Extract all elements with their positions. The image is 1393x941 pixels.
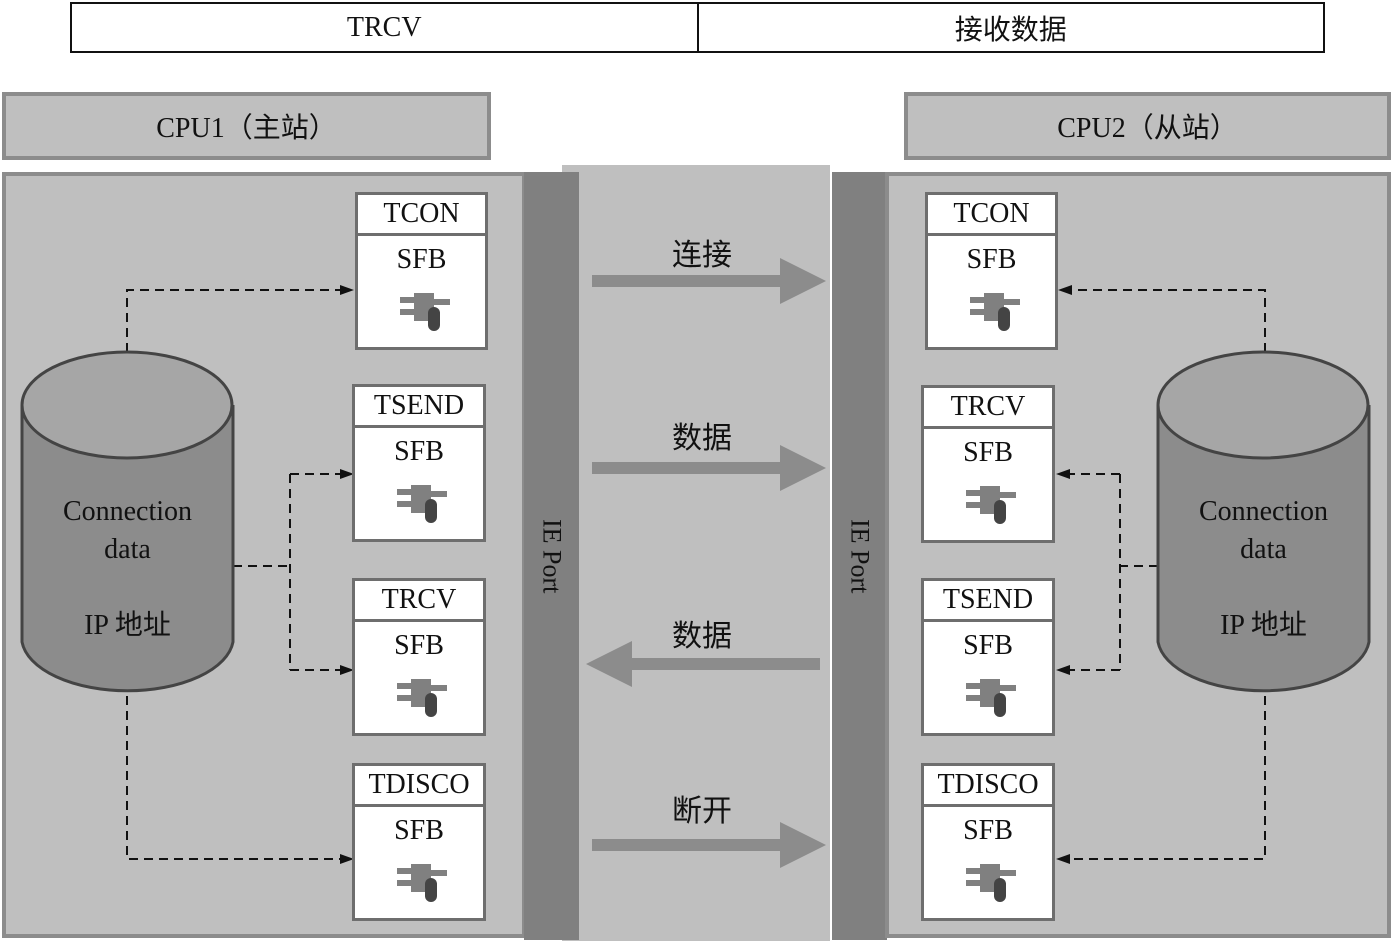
block-type: SFB [396, 244, 447, 275]
block-name: TDISCO [355, 766, 483, 807]
arrow-data-receive [586, 641, 820, 687]
function-block-icon [966, 679, 1016, 717]
header-table: TRCV 接收数据 [70, 2, 1325, 53]
block-name: TCON [928, 195, 1055, 236]
function-block-icon [966, 864, 1016, 902]
arrow-label-connect: 连接 [672, 239, 732, 272]
block-name: TRCV [355, 581, 483, 622]
cpu1-database-cylinder [20, 350, 235, 693]
block-type: SFB [966, 244, 1017, 275]
block-name: TDISCO [924, 766, 1052, 807]
cpu1-block-tdisco: TDISCO SFB [352, 763, 486, 921]
cpu2-ie-port-bar [832, 172, 887, 940]
cpu2-connector-heads [1056, 285, 1072, 864]
block-name: TCON [358, 195, 485, 236]
function-block-icon [400, 293, 450, 331]
cpu1-db-line1: Connection [62, 496, 193, 527]
cpu1-block-tsend: TSEND SFB [352, 384, 486, 542]
cpu2-block-tdisco: TDISCO SFB [921, 763, 1055, 921]
cpu2-title: CPU2（从站） [904, 92, 1391, 160]
cpu1-block-trcv: TRCV SFB [352, 578, 486, 736]
block-type: SFB [963, 815, 1013, 846]
block-name: TRCV [924, 388, 1052, 429]
header-right-cell: 接收数据 [954, 14, 1067, 46]
block-type: SFB [394, 436, 444, 467]
cpu2-block-tcon: TCON SFB [925, 192, 1058, 350]
cpu1-db-line2: data [104, 534, 151, 565]
cpu2-db-line3: IP 地址 [1220, 610, 1307, 641]
cpu2-block-trcv: TRCV SFB [921, 385, 1055, 543]
cpu2-block-tsend: TSEND SFB [921, 578, 1055, 736]
block-type: SFB [394, 815, 444, 846]
cpu1-ie-port-bar [524, 172, 579, 940]
cpu1-title: CPU1（主站） [2, 92, 491, 160]
arrow-label-disconnect: 断开 [672, 795, 732, 828]
arrow-label-data-receive: 数据 [672, 620, 732, 653]
block-name: TSEND [924, 581, 1052, 622]
block-type: SFB [963, 437, 1013, 468]
arrow-connect [592, 258, 826, 304]
header-left-cell: TRCV [72, 4, 699, 51]
cpu1-db-line3: IP 地址 [84, 610, 171, 641]
cpu1-connector-heads [340, 285, 354, 864]
arrow-disconnect [592, 822, 826, 868]
function-block-icon [397, 485, 447, 523]
function-block-icon [397, 679, 447, 717]
cpu2-ie-port-label: IE Port [845, 518, 875, 594]
function-block-icon [966, 486, 1016, 524]
arrow-label-data-send: 数据 [672, 422, 732, 455]
arrow-data-send [592, 445, 826, 491]
block-type: SFB [963, 630, 1013, 661]
function-block-icon [970, 293, 1020, 331]
function-block-icon [397, 864, 447, 902]
cpu2-db-line1: Connection [1198, 496, 1329, 527]
block-type: SFB [394, 630, 444, 661]
cpu1-database-label: Connection data IP 地址 [22, 493, 233, 645]
block-name: TSEND [355, 387, 483, 428]
cpu1-ie-port-label: IE Port [537, 518, 567, 594]
cpu2-database-label: Connection data IP 地址 [1158, 493, 1369, 645]
cpu1-block-tcon: TCON SFB [355, 192, 488, 350]
cpu2-db-line2: data [1240, 534, 1287, 565]
cpu2-database-cylinder [1156, 350, 1371, 693]
